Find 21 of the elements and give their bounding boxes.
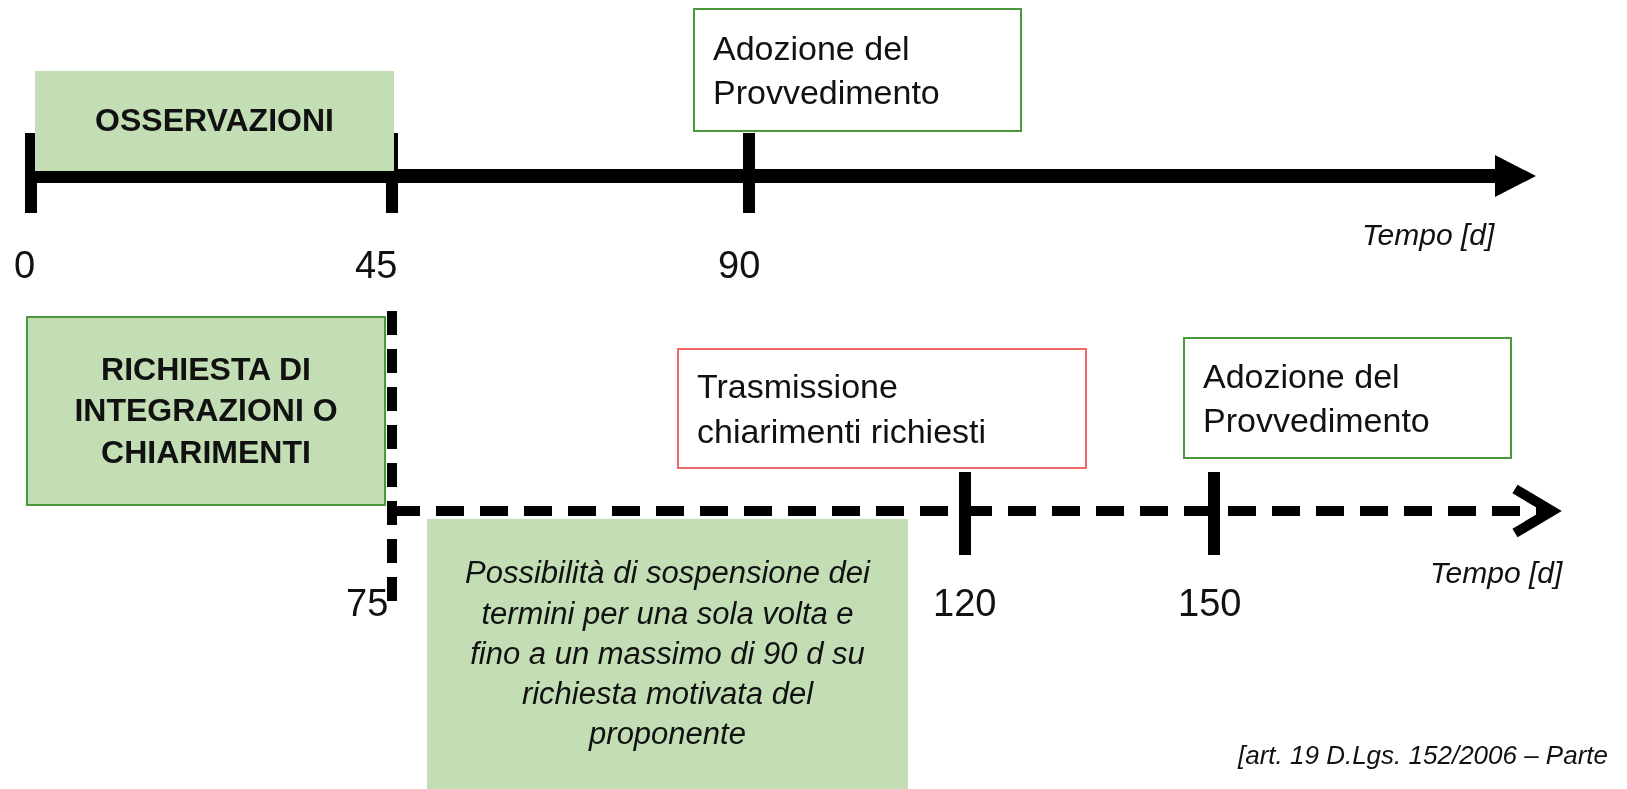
box-label: Trasmissione chiarimenti richiesti <box>697 366 988 452</box>
tick-value: 45 <box>355 244 398 287</box>
axis-label: Tempo [d] <box>1430 556 1563 590</box>
phase-box <box>35 71 394 171</box>
tick-value: 150 <box>1178 582 1242 625</box>
event-box <box>1183 337 1512 459</box>
box-label: Adozione del Provvedimento <box>713 27 941 113</box>
box-label: RICHIESTA DI INTEGRAZIONI O CHIARIMENTI <box>73 349 339 472</box>
note-text: Possibilità di sospensione dei termini per una sola volta e fino a un massimo di 90 d su richiesta motivata del proponente <box>464 554 872 754</box>
box-label: Adozione del Provvedimento <box>1203 355 1431 441</box>
event-box <box>693 8 1022 132</box>
tick-value: 75 <box>346 582 389 625</box>
axis-label: Tempo [d] <box>1362 218 1495 252</box>
tick-value: 0 <box>14 244 36 287</box>
note-box <box>427 519 908 789</box>
phase-box <box>26 316 386 506</box>
citation-text: [art. 19 D.Lgs. 152/2006 – Parte <box>1238 740 1609 771</box>
tick-value: 90 <box>718 244 761 287</box>
box-label: OSSERVAZIONI <box>95 101 334 141</box>
tick-value: 120 <box>933 582 997 625</box>
event-box <box>677 348 1087 469</box>
